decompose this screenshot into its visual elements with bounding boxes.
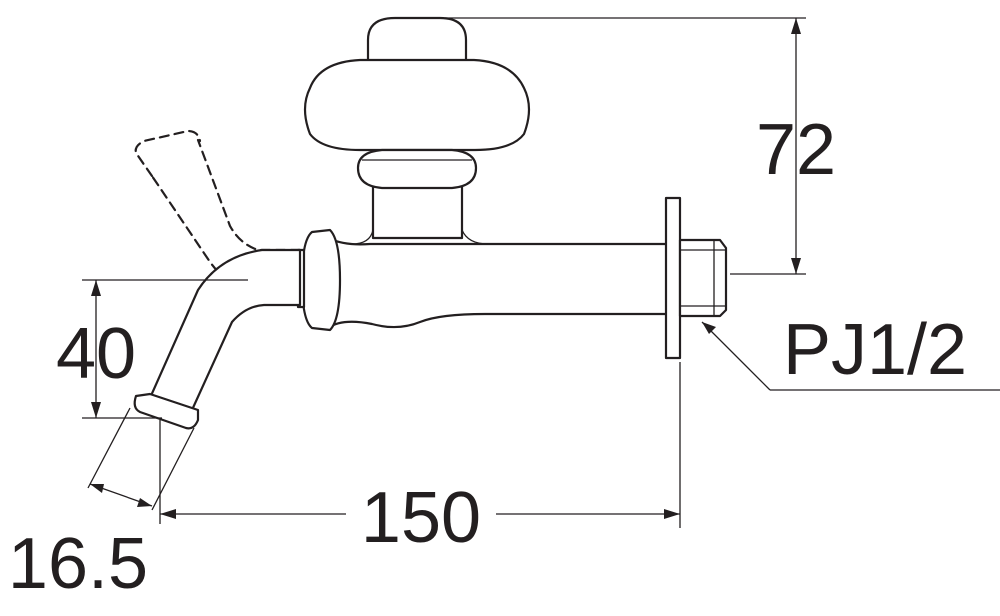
inlet-thread: [664, 196, 728, 360]
dimension-72: [445, 17, 806, 275]
dimension-16-5: [87, 407, 195, 511]
thread-callout-leader: [701, 321, 1000, 391]
dimension-label-40: 40: [56, 314, 136, 394]
dimension-label-16-5: 16.5: [8, 524, 148, 604]
faucet-body: [296, 183, 674, 332]
handle-assembly: [303, 16, 531, 190]
thread-callout-label: PJ1/2: [783, 310, 967, 390]
dimension-label-72: 72: [756, 110, 836, 190]
dimension-150: [159, 362, 681, 528]
dimension-40: [82, 279, 248, 419]
dimension-label-150: 150: [361, 478, 481, 558]
spout: [133, 248, 302, 430]
